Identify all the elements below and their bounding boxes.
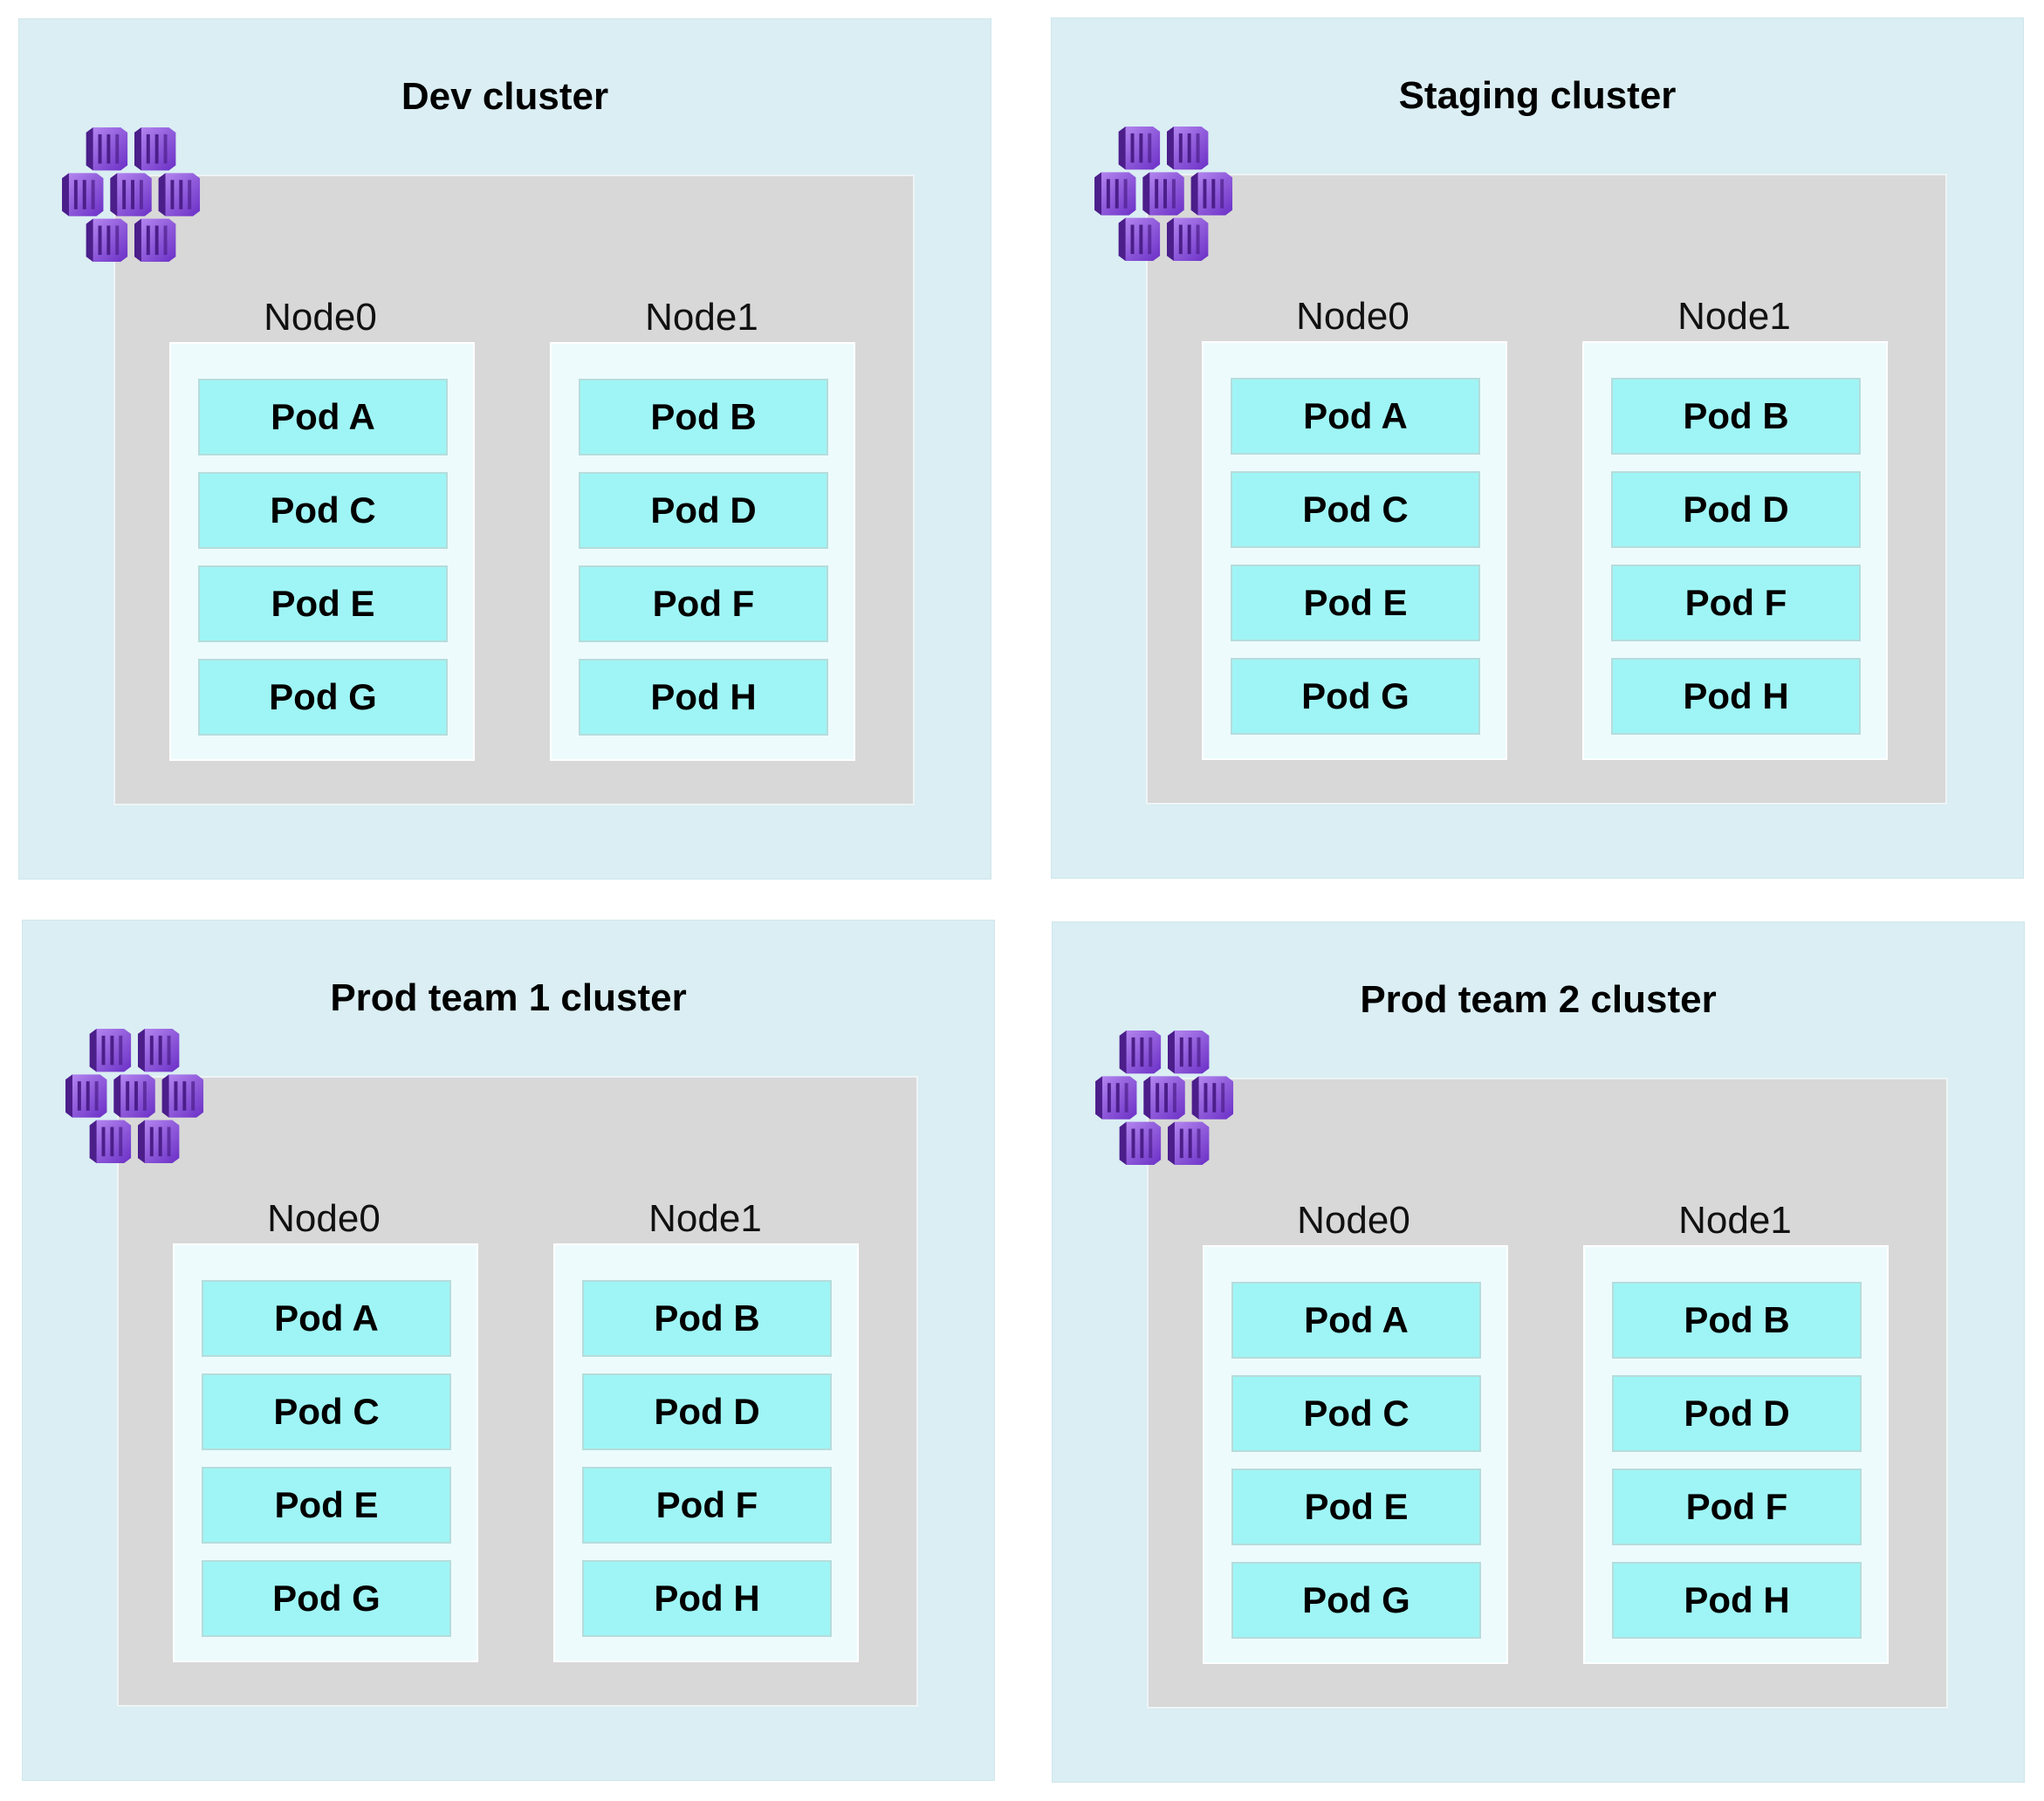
- pod-box: Pod F: [1612, 1469, 1862, 1545]
- pod-box: Pod H: [1611, 658, 1861, 735]
- pod-box: Pod F: [1611, 565, 1861, 641]
- node-label: Node1: [645, 296, 758, 339]
- node-label: Node1: [1678, 1199, 1792, 1242]
- node-label: Node1: [1677, 295, 1791, 338]
- pod-box: Pod F: [582, 1467, 832, 1544]
- kubernetes-service-icon: [1094, 127, 1240, 263]
- node-pool-area: Node0 Node1 Pod A Pod C Pod E Pod G Pod …: [1146, 174, 1947, 805]
- pod-box: Pod C: [1231, 471, 1480, 548]
- node-label: Node0: [267, 1197, 381, 1240]
- kubernetes-service-icon: [1094, 1031, 1241, 1167]
- pod-box: Pod C: [202, 1373, 451, 1450]
- pod-box: Pod B: [582, 1280, 832, 1357]
- pod-box: Pod D: [1611, 471, 1861, 548]
- pod-box: Pod A: [1231, 378, 1480, 455]
- pod-box: Pod D: [582, 1373, 832, 1450]
- node-label: Node0: [1296, 295, 1410, 338]
- node-pool-area: Node0 Node1 Pod A Pod C Pod E Pod G Pod …: [1147, 1078, 1948, 1709]
- node-label: Node1: [648, 1197, 762, 1240]
- pod-box: Pod A: [1231, 1282, 1481, 1359]
- pod-box: Pod E: [202, 1467, 451, 1544]
- pod-box: Pod H: [579, 659, 828, 736]
- pod-box: Pod E: [1231, 1469, 1481, 1545]
- cluster-title: Dev cluster: [401, 75, 609, 118]
- node-pool-area: Node0 Node1 Pod A Pod C Pod E Pod G Pod …: [117, 1076, 918, 1707]
- node-pool-area: Node0 Node1 Pod A Pod C Pod E Pod G Pod …: [113, 175, 915, 805]
- pod-box: Pod A: [202, 1280, 451, 1357]
- node-box: Pod B Pod D Pod F Pod H: [550, 342, 855, 761]
- node-label: Node0: [1297, 1199, 1410, 1242]
- kubernetes-service-icon: [65, 1029, 211, 1165]
- pod-box: Pod H: [582, 1560, 832, 1637]
- cluster-panel-dev: Dev cluster Node0 Node1 Pod A Pod C Pod …: [18, 18, 991, 880]
- cluster-title: Prod team 1 cluster: [330, 976, 687, 1019]
- pod-box: Pod D: [1612, 1375, 1862, 1452]
- pod-box: Pod G: [1231, 1562, 1481, 1639]
- pod-box: Pod D: [579, 472, 828, 549]
- cluster-title: Prod team 2 cluster: [1360, 978, 1717, 1021]
- pod-box: Pod C: [1231, 1375, 1481, 1452]
- kubernetes-service-icon: [61, 127, 208, 264]
- pod-box: Pod G: [202, 1560, 451, 1637]
- pod-box: Pod H: [1612, 1562, 1862, 1639]
- cluster-panel-staging: Staging cluster Node0 Node1 Pod A Pod C …: [1051, 17, 2024, 879]
- node-box: Pod B Pod D Pod F Pod H: [1582, 341, 1888, 760]
- pod-box: Pod A: [198, 379, 448, 455]
- node-box: Pod A Pod C Pod E Pod G: [1202, 341, 1507, 760]
- cluster-title: Staging cluster: [1398, 74, 1677, 117]
- node-box: Pod B Pod D Pod F Pod H: [553, 1243, 859, 1662]
- pod-box: Pod E: [198, 565, 448, 642]
- pod-box: Pod E: [1231, 565, 1480, 641]
- node-box: Pod B Pod D Pod F Pod H: [1583, 1245, 1889, 1664]
- cluster-panel-prod-team-1: Prod team 1 cluster Node0 Node1 Pod A Po…: [22, 920, 995, 1781]
- pod-box: Pod B: [1612, 1282, 1862, 1359]
- cluster-panel-prod-team-2: Prod team 2 cluster Node0 Node1 Pod A Po…: [1052, 921, 2025, 1783]
- pod-box: Pod G: [1231, 658, 1480, 735]
- pod-box: Pod F: [579, 565, 828, 642]
- pod-box: Pod B: [579, 379, 828, 455]
- node-box: Pod A Pod C Pod E Pod G: [169, 342, 475, 761]
- pod-box: Pod B: [1611, 378, 1861, 455]
- pod-box: Pod G: [198, 659, 448, 736]
- node-label: Node0: [264, 296, 377, 339]
- node-box: Pod A Pod C Pod E Pod G: [173, 1243, 478, 1662]
- pod-box: Pod C: [198, 472, 448, 549]
- node-box: Pod A Pod C Pod E Pod G: [1203, 1245, 1508, 1664]
